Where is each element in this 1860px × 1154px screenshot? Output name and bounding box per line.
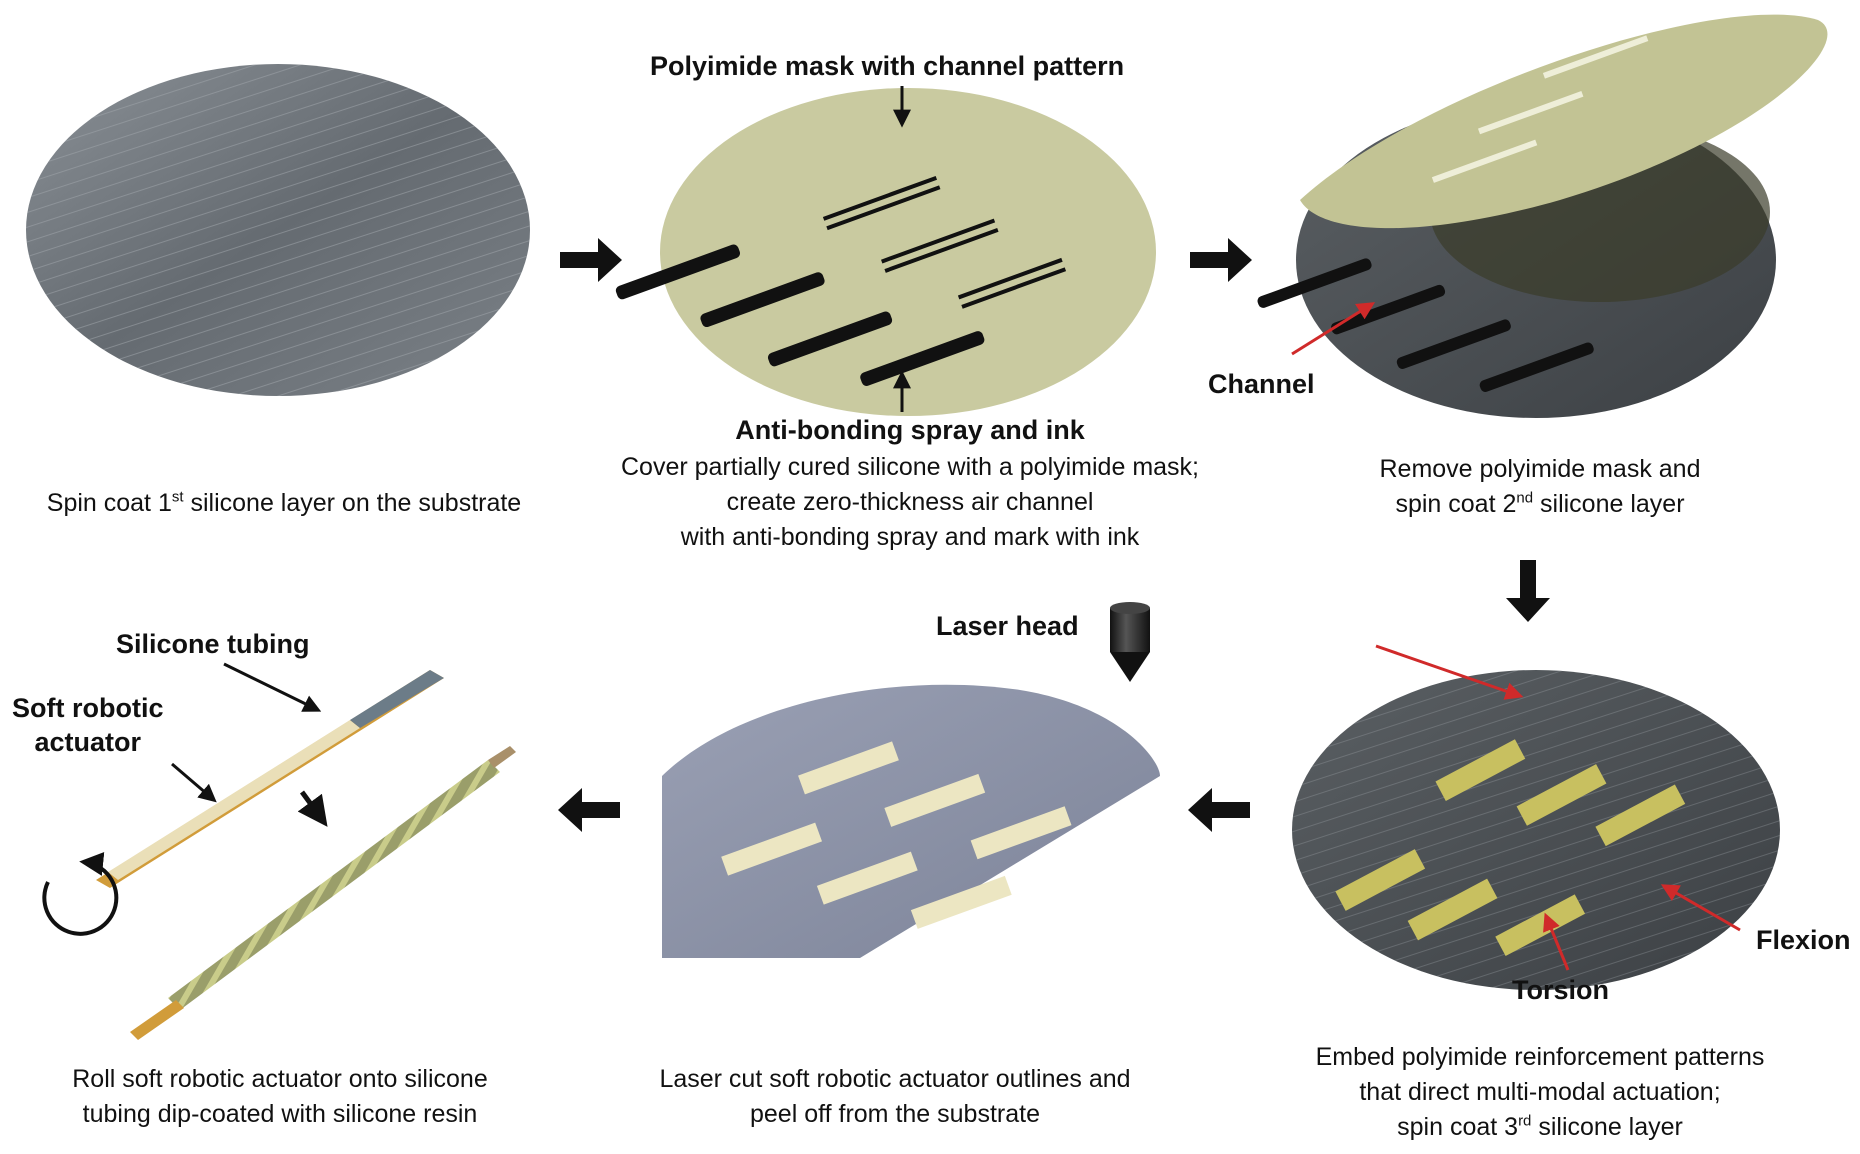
process-arrow-4: [1188, 788, 1250, 832]
step1-caption: Spin coat 1st silicone layer on the subs…: [46, 488, 522, 517]
roll-direction-arrow: [42, 852, 119, 936]
wafer-step5: [662, 684, 1160, 958]
actuator-pointer-arrow: [171, 762, 217, 803]
wafer-step4: [1292, 670, 1780, 990]
actuator-strip: [96, 670, 444, 888]
actuator-label-line1: Soft robotic: [12, 693, 164, 723]
step2-heading: Anti-bonding spray and ink: [735, 415, 1085, 445]
process-arrow-1: [560, 238, 622, 282]
laser-head-icon: [1110, 602, 1150, 682]
roll-down-arrow: [297, 790, 328, 827]
torsion-pointer-arrow: [1543, 912, 1570, 971]
actuator-label: Soft robotic actuator: [12, 693, 164, 757]
laser-head-label: Laser head: [936, 611, 1079, 641]
step5-caption: Laser cut soft robotic actuator outlines…: [659, 1065, 1131, 1128]
step2-caption: Anti-bonding spray and ink Cover partial…: [580, 412, 1240, 555]
step4-caption: Embed polyimide reinforcement patterns t…: [1315, 1043, 1765, 1141]
tubing-pointer-arrow: [223, 662, 322, 712]
silicone-tube: [130, 746, 516, 1040]
process-arrow-2: [1190, 238, 1252, 282]
torsion-label: Torsion: [1512, 975, 1609, 1005]
step6-caption: Roll soft robotic actuator onto silicone…: [72, 1065, 488, 1128]
channel-label: Channel: [1208, 369, 1315, 399]
silicone-tubing-label: Silicone tubing: [116, 629, 310, 659]
wafer-step1: [26, 64, 530, 396]
reinforcement-pointer-arrow: [1375, 644, 1524, 700]
peeled-mask: [1300, 14, 1828, 229]
mask-step2: [615, 88, 1156, 416]
actuator-label-line2: actuator: [34, 726, 141, 757]
flexion-pointer-arrow: [1660, 884, 1741, 932]
process-arrow-5: [558, 788, 620, 832]
flexion-label: Flexion: [1756, 925, 1851, 955]
polyimide-mask-label: Polyimide mask with channel pattern: [650, 51, 1125, 81]
step3-caption: Remove polyimide mask and spin coat 2nd …: [1379, 455, 1701, 518]
process-arrow-3: [1506, 560, 1550, 622]
channel-pointer-arrow: [1291, 302, 1376, 356]
